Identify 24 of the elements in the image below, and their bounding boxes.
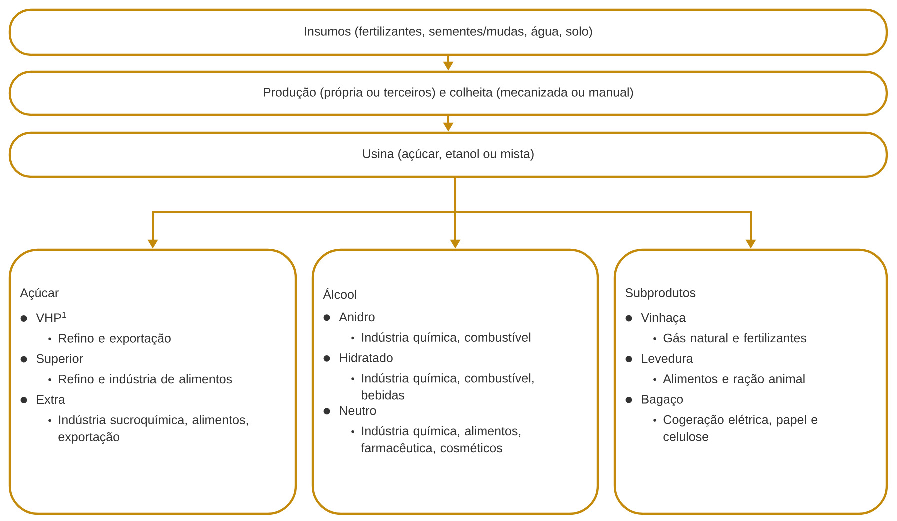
stage-box: Insumos (fertilizantes, sementes/mudas, água, solo) bbox=[8, 8, 888, 56]
stage-box: Usina (açúcar, etanol ou mista) bbox=[8, 132, 888, 178]
list-item: Indústria sucroquímica, alimentos, exportação bbox=[48, 415, 248, 444]
list-item: Alimentos e ração animal bbox=[654, 374, 805, 386]
list-item: Levedura bbox=[626, 354, 694, 364]
stage-box: Produção (própria ou terceiros) e colheita (mecanizada ou manual) bbox=[8, 70, 888, 116]
list-item: Cogeração elétrica, papel e celulose bbox=[654, 414, 818, 442]
list-item: Indústria química, combustível bbox=[352, 332, 531, 344]
list-item: Superior bbox=[20, 354, 84, 366]
list-item: Indústria química, combustível, bebidas bbox=[352, 373, 534, 400]
box-heading: Álcool bbox=[323, 288, 356, 300]
list-item: Hidratado bbox=[324, 353, 393, 362]
list-item: VHP$^{1}$ bbox=[20, 312, 66, 322]
list-item: Refino e exportação bbox=[48, 334, 171, 346]
box-heading: Açúcar bbox=[20, 288, 59, 300]
list-item: Extra bbox=[20, 395, 66, 404]
list-item: Vinhaça bbox=[626, 313, 686, 325]
box-heading: Subprodutos bbox=[626, 288, 696, 300]
list-item: Gás natural e fertilizantes bbox=[654, 333, 807, 343]
list-item: Anidro bbox=[324, 312, 375, 322]
list-item: Refino e indústria de alimentos bbox=[48, 374, 232, 384]
list-item: Bagaço bbox=[626, 395, 684, 406]
list-item: Indústria química, alimentos, farmacêutica, cosméticos bbox=[352, 426, 521, 454]
list-item: Neutro bbox=[324, 406, 376, 416]
